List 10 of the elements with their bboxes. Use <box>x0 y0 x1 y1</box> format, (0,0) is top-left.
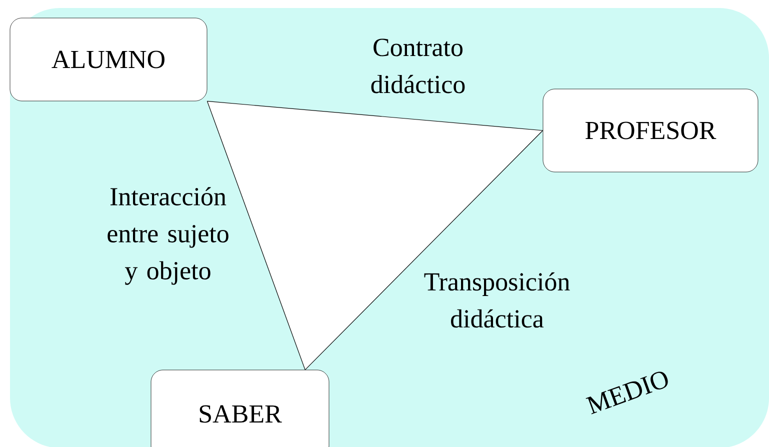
edge-label: Contrato didáctico <box>371 38 465 94</box>
rounded-box: ALUMNO <box>10 18 208 102</box>
rounded-box: SABER <box>150 370 330 447</box>
region-label: MEDIO <box>586 372 668 414</box>
edge-label: Transposición didáctica <box>424 272 570 328</box>
edge-label: Interacción entre sujeto y objeto <box>108 187 228 285</box>
connector-line <box>304 130 544 370</box>
connector-line <box>206 100 306 370</box>
rounded-box: PROFESOR <box>542 88 758 172</box>
connector-line <box>206 100 544 131</box>
